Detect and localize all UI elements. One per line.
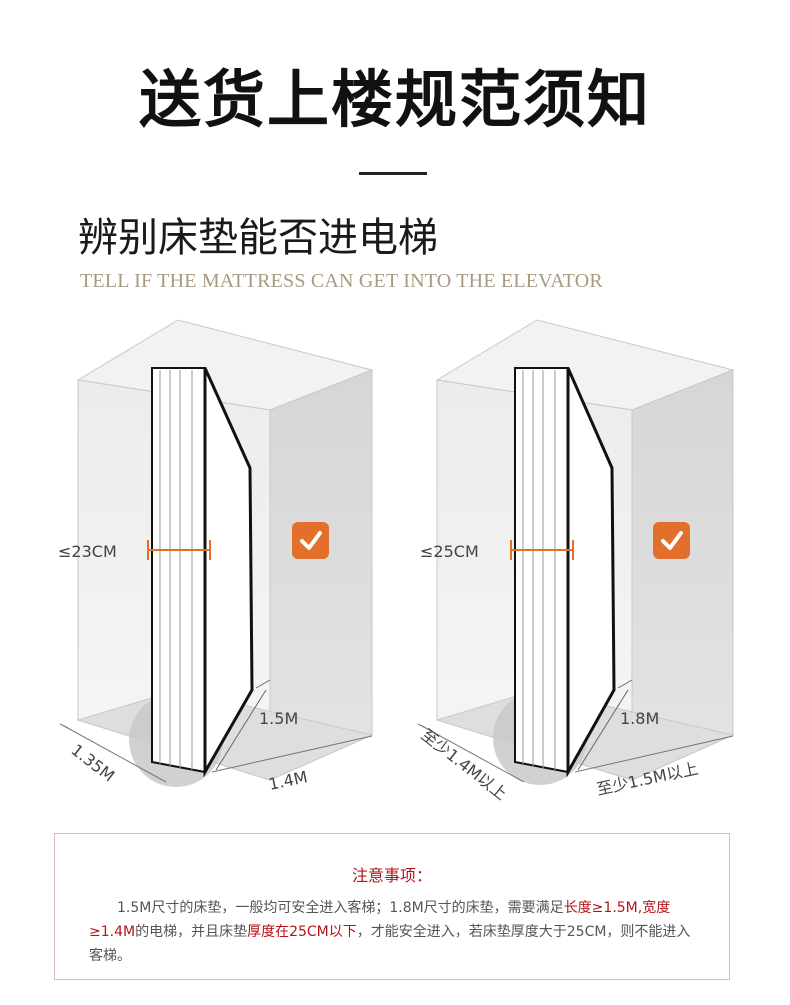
height-label-left: 1.5M (259, 709, 298, 728)
mattress-left (151, 367, 254, 778)
notice-text-3: ，才能安全进入，若床垫厚度大于25CM，则不能进入客梯。 (89, 924, 691, 964)
notice-body: 1.5M尺寸的床垫，一般均可安全进入客梯；1.8M尺寸的床垫，需要满足长度≥1.… (89, 896, 701, 968)
elevator-right: ≤25CM 1.8M 至少1.4M以上 至少1.5M以上 (418, 319, 735, 804)
check-icon (292, 522, 329, 559)
depth-label-left: 1.35M (68, 740, 119, 785)
section-subtitle: 辨别床垫能否进电梯 (78, 215, 438, 261)
notice-text-2: 的电梯，并且床垫 (135, 924, 248, 940)
thickness-label-right: ≤25CM (420, 542, 479, 561)
elevator-diagrams: ≤23CM 1.5M 1.35M 1.4M ≤25CM 1 (58, 319, 735, 804)
notice-highlight-thickness: 厚度在25CM以下 (247, 924, 357, 940)
check-icon (653, 522, 690, 559)
thickness-label-left: ≤23CM (58, 542, 117, 561)
height-label-right: 1.8M (620, 709, 659, 728)
notice-highlight-size: 长度≥1.5M,宽度≥1.4M (89, 900, 671, 940)
mattress-right (514, 367, 616, 778)
notice-title: 注意事项： (351, 866, 432, 885)
notice-text-1: 1.5M尺寸的床垫，一般均可安全进入客梯；1.8M尺寸的床垫，需要满足 (117, 900, 564, 916)
notice-box: 注意事项： 1.5M尺寸的床垫，一般均可安全进入客梯；1.8M尺寸的床垫，需要满… (54, 833, 730, 980)
elevator-left: ≤23CM 1.5M 1.35M 1.4M (58, 319, 374, 794)
title-divider (359, 172, 427, 175)
page-title: 送货上楼规范须知 (138, 63, 651, 136)
section-subtitle-en: TELL IF THE MATTRESS CAN GET INTO THE EL… (80, 270, 603, 292)
